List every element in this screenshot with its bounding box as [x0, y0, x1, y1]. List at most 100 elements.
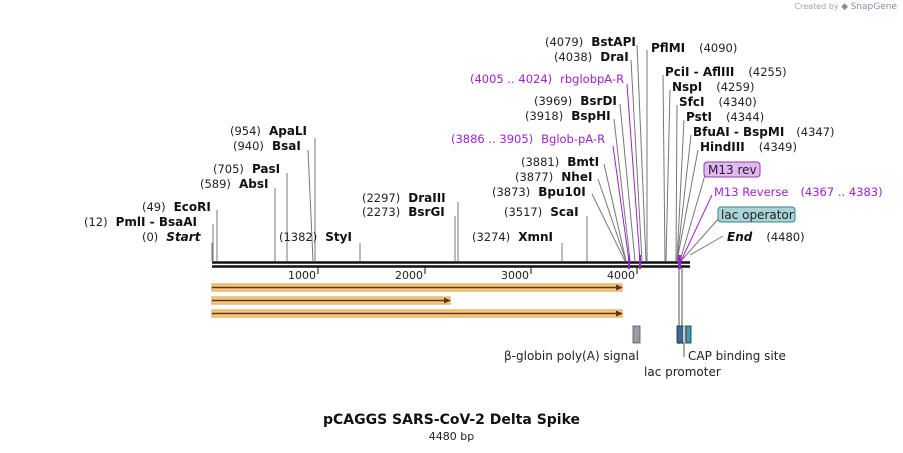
m13-rev-box	[703, 161, 761, 178]
site-pasi[interactable]: (705)PasI	[213, 162, 280, 176]
site-start[interactable]: (0)Start	[142, 230, 202, 244]
site-bsrgi[interactable]: (2273)BsrGI	[362, 205, 445, 219]
site-nhei-pos: (3877)	[515, 170, 553, 184]
site-bmti[interactable]: (3881) BmtI	[521, 155, 599, 169]
site-apali-name: ApaLI	[269, 124, 307, 138]
connector-psti	[676, 119, 685, 262]
tick-label-3000: 3000	[501, 269, 529, 282]
site-hindiii[interactable]: HindIII(4349)	[700, 140, 797, 154]
site-styi-name: StyI	[325, 230, 352, 244]
site-bpu10i[interactable]: (3873)Bpu10I	[492, 185, 586, 199]
site-scai-pos: (3517)	[504, 205, 542, 219]
map-length: 4480 bp	[428, 430, 475, 443]
site-draiii[interactable]: (2297)DraIII	[362, 191, 446, 205]
site-pflmi[interactable]: PflMI(4090)	[651, 41, 737, 55]
site-ecori[interactable]: (49) EcoRI	[142, 200, 211, 214]
site-bpu10i-name: Bpu10I	[538, 185, 585, 199]
connector-bglob-pa-r	[612, 145, 630, 262]
watermark-brand: SnapGene	[850, 2, 897, 12]
orf-arrow-3-head	[616, 310, 623, 317]
site-styi-pos: (1382)	[279, 230, 317, 244]
lower-features: β-globin poly(A) signal CAP binding site…	[504, 268, 786, 379]
lac-promoter-feature[interactable]	[676, 325, 684, 344]
site-bstapi-name: BstAPI	[591, 35, 636, 49]
site-hindiii-name: HindIII	[700, 140, 745, 154]
orf-arrow-2[interactable]	[211, 296, 451, 305]
lac-promoter-gap	[682, 325, 686, 344]
site-pmli[interactable]: (12) PmlI - BsaAI	[84, 215, 197, 229]
site-pcii[interactable]: PciI - AflIII(4255)	[665, 65, 787, 79]
site-labels-right: PflMI(4090) PciI - AflIII(4255) NspI(425…	[651, 41, 835, 244]
site-bsai[interactable]: (940)BsaI	[233, 139, 301, 153]
site-psti[interactable]: PstI(4344)	[686, 110, 764, 124]
polya-signal-feature[interactable]	[632, 325, 641, 344]
site-absi-pos: (589)	[200, 177, 231, 191]
site-bsphi[interactable]: (3918) BspHI	[525, 109, 611, 123]
site-psti-name: PstI	[686, 110, 712, 124]
site-scai[interactable]: (3517)ScaI	[504, 205, 579, 219]
site-ecori-pos: (49)	[142, 200, 166, 214]
site-xmni[interactable]: (3274)XmnI	[472, 230, 553, 244]
connector-hindiii	[676, 149, 699, 262]
site-drai[interactable]: (4038) DraI	[554, 50, 629, 64]
site-pmli-name: PmlI - BsaAI	[116, 215, 197, 229]
site-ecori-name: EcoRI	[174, 200, 211, 214]
lac-operator-label[interactable]: lac operator	[721, 208, 794, 222]
orf-arrow-3[interactable]	[211, 309, 623, 318]
site-nspi[interactable]: NspI(4259)	[672, 80, 755, 94]
site-apali-pos: (954)	[230, 124, 261, 138]
primer-m13-reverse[interactable]: M13 Reverse(4367 .. 4383)	[714, 185, 883, 199]
site-pasi-pos: (705)	[213, 162, 244, 176]
m13-rev-label[interactable]: M13 rev	[708, 163, 757, 177]
site-apali[interactable]: (954) ApaLI	[230, 124, 307, 138]
site-bfuai[interactable]: BfuAI - BspMI (4347)	[693, 125, 835, 139]
watermark-prefix: Created by	[794, 2, 839, 11]
site-sfci-pos: (4340)	[718, 95, 756, 109]
site-start-pos: (0)	[142, 230, 158, 244]
primer-marker-bglob	[628, 255, 630, 269]
site-bmti-name: BmtI	[567, 155, 599, 169]
primer-connectors	[612, 83, 713, 262]
site-bfuai-name: BfuAI - BspMI	[693, 125, 784, 139]
site-bsphi-pos: (3918)	[525, 109, 563, 123]
site-styi[interactable]: (1382) StyI	[279, 230, 352, 244]
connector-bpu10i	[591, 193, 626, 262]
site-drai-name: DraI	[600, 50, 628, 64]
primer-m13-reverse-range: (4367 .. 4383)	[800, 185, 882, 199]
site-pflmi-name: PflMI	[651, 41, 685, 55]
site-sfci[interactable]: SfcI(4340)	[679, 95, 757, 109]
site-drai-pos: (4038)	[554, 50, 592, 64]
site-absi[interactable]: (589)AbsI	[200, 177, 268, 191]
orf-arrow-2-head	[444, 297, 451, 304]
site-bsrdi-name: BsrDI	[580, 94, 617, 108]
map-title: pCAGGS SARS-CoV-2 Delta Spike	[322, 412, 581, 428]
tick-label-4000: 4000	[607, 269, 635, 282]
site-bsphi-name: BspHI	[571, 109, 610, 123]
site-pmli-pos: (12)	[84, 215, 108, 229]
site-end-name: End	[727, 230, 753, 244]
site-bfuai-pos: (4347)	[796, 125, 834, 139]
orf-arrow-1[interactable]	[211, 283, 623, 292]
site-nhei-name: NheI	[561, 170, 592, 184]
cap-binding-site-feature[interactable]	[685, 325, 692, 344]
scale-ticks: 1000 2000 3000 4000	[288, 267, 638, 282]
site-nhei[interactable]: (3877) NheI	[515, 170, 592, 184]
primer-markers	[628, 255, 681, 269]
primer-rbglobpa-r[interactable]: (4005 .. 4024)rbglobpA-R	[470, 72, 624, 86]
site-bsrgi-name: BsrGI	[408, 205, 445, 219]
site-draiii-pos: (2297)	[362, 191, 400, 205]
primer-bglob-pa-r-name: Bglob-pA-R	[541, 132, 605, 146]
site-nspi-pos: (4259)	[716, 80, 754, 94]
site-end[interactable]: End(4480)	[727, 230, 805, 244]
connector-nhei	[597, 178, 627, 262]
connector-bsrdi	[619, 103, 636, 262]
site-pcii-pos: (4255)	[748, 65, 786, 79]
site-bsrdi[interactable]: (3969)BsrDI	[534, 94, 617, 108]
orf-arrows	[211, 283, 623, 318]
site-bmti-pos: (3881)	[521, 155, 559, 169]
site-bsai-name: BsaI	[272, 139, 301, 153]
primer-bglob-pa-r[interactable]: (3886 .. 3905)Bglob-pA-R	[451, 132, 605, 146]
site-bstapi[interactable]: (4079)BstAPI	[545, 35, 636, 49]
boxed-features: M13 rev lac operator	[703, 161, 796, 223]
